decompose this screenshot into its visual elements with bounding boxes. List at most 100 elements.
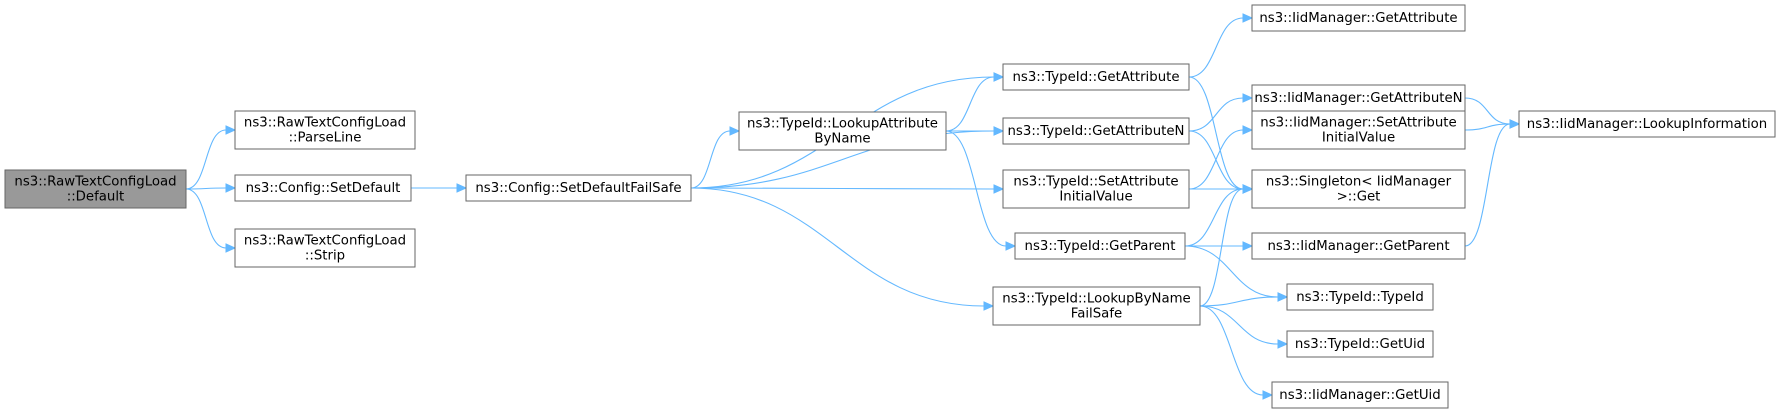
node-iid_getparent[interactable]: ns3::IidManager::GetParent: [1251, 232, 1466, 260]
edge-arrowhead: [225, 183, 237, 193]
edge-arrowhead: [1242, 13, 1254, 23]
node-iid_getattribute[interactable]: ns3::IidManager::GetAttribute: [1251, 4, 1466, 32]
node-label-line: ns3::Singleton< IidManager: [1266, 175, 1452, 190]
node-label-line: ns3::TypeId::GetAttributeN: [1008, 124, 1185, 139]
node-label-line: ns3::Config::SetDefaultFailSafe: [475, 181, 681, 196]
node-label-line: ns3::Config::SetDefault: [246, 181, 401, 196]
node-lookupinfo[interactable]: ns3::IidManager::LookupInformation: [1518, 110, 1776, 138]
node-box: [1002, 117, 1190, 145]
edge-root-to-strip: [185, 188, 237, 253]
node-strip[interactable]: ns3::RawTextConfigLoad::Strip: [234, 228, 416, 268]
node-label-line: FailSafe: [1071, 307, 1122, 322]
edge-arrowhead: [225, 125, 237, 135]
node-box: [1002, 169, 1190, 209]
node-label-line: ns3::TypeId::SetAttribute: [1013, 175, 1178, 190]
edge-getattributen-to-iid_getattributen: [1188, 93, 1254, 132]
node-box: [1518, 110, 1776, 138]
edge-lookupbyname-to-iid_getuid: [1199, 305, 1274, 400]
node-label-line: ::Default: [67, 190, 125, 205]
node-label-line: ns3::TypeId::LookupAttribute: [747, 117, 938, 132]
node-typeid_ctor[interactable]: ns3::TypeId::TypeId: [1286, 283, 1434, 311]
node-box: [738, 111, 947, 151]
node-iid_getattributen[interactable]: ns3::IidManager::GetAttributeN: [1251, 84, 1466, 112]
edge-arrowhead: [1242, 241, 1254, 251]
node-label-line: ns3::TypeId::TypeId: [1296, 290, 1424, 305]
edge-lookupbyname-to-singleton: [1199, 184, 1254, 307]
edge-arrowhead: [1242, 93, 1254, 103]
node-box: [234, 174, 412, 202]
edge-arrowhead: [729, 126, 741, 136]
node-getparent[interactable]: ns3::TypeId::GetParent: [1014, 232, 1186, 260]
node-label-line: ns3::RawTextConfigLoad: [14, 175, 176, 190]
edge-lookupbyname-to-getuid: [1199, 305, 1289, 349]
node-singleton[interactable]: ns3::Singleton< IidManager>::Get: [1251, 169, 1466, 209]
edge-arrowhead: [993, 72, 1005, 82]
node-box: [1271, 381, 1449, 409]
edge-lookupattr-to-getparent: [945, 130, 1017, 251]
node-label-line: ns3::TypeId::GetParent: [1025, 239, 1176, 254]
edge-setdefault-to-setdefaultfailsafe: [411, 183, 468, 193]
node-box: [1251, 84, 1466, 112]
node-label-line: InitialValue: [1322, 131, 1395, 146]
node-label-line: ns3::TypeId::GetUid: [1295, 337, 1425, 352]
node-root[interactable]: ns3::RawTextConfigLoad::Default: [4, 169, 187, 209]
edge-root-to-setdefault: [185, 183, 237, 193]
edge-lookupattr-to-getattribute: [945, 72, 1005, 132]
edge-arrowhead: [1277, 292, 1289, 302]
edge-arrowhead: [993, 126, 1005, 136]
node-box: [1251, 4, 1466, 32]
edge-getattributen-to-singleton: [1188, 130, 1254, 194]
edge-arrowhead: [456, 183, 468, 193]
edge-arrowhead: [225, 243, 237, 253]
nodes-layer: ns3::RawTextConfigLoad::Defaultns3::RawT…: [4, 4, 1776, 409]
edge-root-to-parseline: [185, 125, 237, 190]
node-box: [1014, 232, 1186, 260]
node-label-line: ns3::IidManager::GetUid: [1279, 388, 1440, 403]
node-label-line: ns3::TypeId::GetAttribute: [1012, 70, 1179, 85]
edge-arrowhead: [1242, 125, 1254, 135]
node-label-line: ns3::IidManager::GetAttributeN: [1254, 91, 1462, 106]
node-label-line: ns3::IidManager::GetParent: [1267, 239, 1449, 254]
node-box: [1286, 330, 1434, 358]
node-box: [992, 286, 1201, 326]
node-iid_getuid[interactable]: ns3::IidManager::GetUid: [1271, 381, 1449, 409]
edge-setattrinit-to-iid_setattrinit: [1188, 125, 1254, 190]
node-getattribute[interactable]: ns3::TypeId::GetAttribute: [1002, 63, 1190, 91]
node-label-line: ns3::IidManager::SetAttribute: [1260, 116, 1456, 131]
node-label-line: InitialValue: [1059, 190, 1132, 205]
node-box: [1251, 232, 1466, 260]
node-parseline[interactable]: ns3::RawTextConfigLoad::ParseLine: [234, 110, 416, 150]
edge-setdefaultfailsafe-to-lookupbyname: [690, 187, 995, 311]
node-box: [234, 228, 416, 268]
node-box: [4, 169, 187, 209]
edge-setdefaultfailsafe-to-setattrinit: [690, 184, 1005, 194]
node-setdefault[interactable]: ns3::Config::SetDefault: [234, 174, 412, 202]
edge-arrowhead: [1509, 119, 1521, 129]
node-box: [465, 174, 692, 202]
edge-arrowhead: [1277, 339, 1289, 349]
node-label-line: >::Get: [1337, 190, 1381, 205]
node-box: [234, 110, 416, 150]
node-setdefaultfailsafe[interactable]: ns3::Config::SetDefaultFailSafe: [465, 174, 692, 202]
edge-arrowhead: [993, 184, 1005, 194]
node-box: [1002, 63, 1190, 91]
node-iid_setattrinit[interactable]: ns3::IidManager::SetAttributeInitialValu…: [1251, 110, 1466, 150]
node-getuid[interactable]: ns3::TypeId::GetUid: [1286, 330, 1434, 358]
edge-arrowhead: [983, 301, 995, 311]
node-label-line: ns3::RawTextConfigLoad: [244, 116, 406, 131]
node-label-line: ByName: [814, 132, 870, 147]
node-label-line: ns3::RawTextConfigLoad: [244, 234, 406, 249]
edge-arrowhead: [1242, 184, 1254, 194]
edge-arrowhead: [1005, 241, 1017, 251]
edge-lookupbyname-to-typeid_ctor: [1199, 292, 1289, 307]
edge-getparent-to-singleton: [1184, 184, 1254, 247]
edge-getattribute-to-iid_getattribute: [1188, 13, 1254, 78]
node-getattributen[interactable]: ns3::TypeId::GetAttributeN: [1002, 117, 1190, 145]
node-label-line: ns3::TypeId::LookupByName: [1002, 292, 1190, 307]
node-box: [1251, 110, 1466, 150]
node-label-line: ns3::IidManager::GetAttribute: [1259, 11, 1457, 26]
